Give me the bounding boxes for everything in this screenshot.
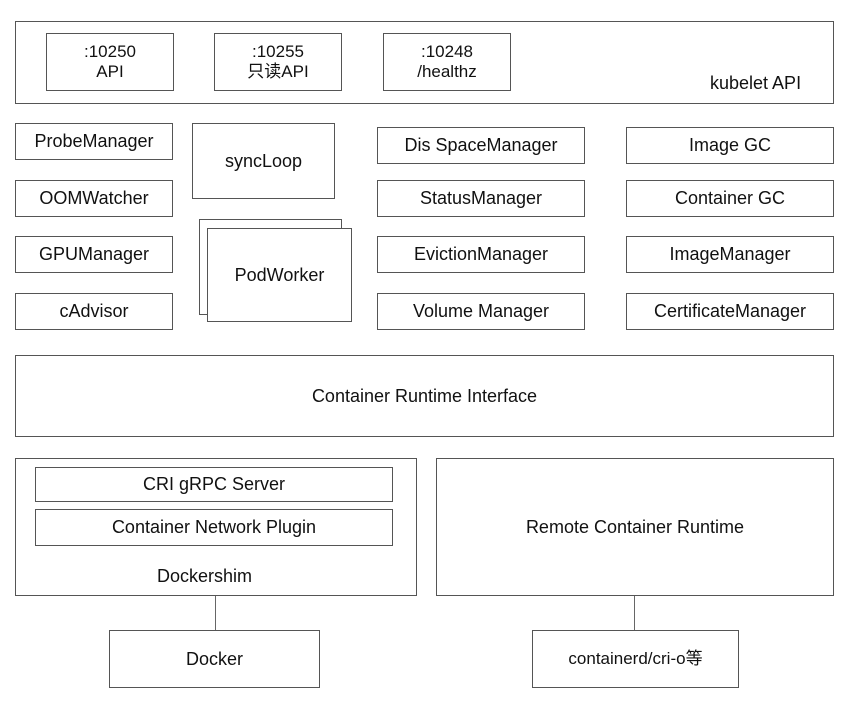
- kubelet-api-label: kubelet API: [710, 73, 802, 93]
- port-10248-box: :10248 /healthz: [383, 33, 511, 91]
- port-10250-name: API: [96, 62, 124, 81]
- container-network-plugin-box: Container Network Plugin: [35, 509, 393, 546]
- image-manager-box: ImageManager: [626, 236, 834, 273]
- port-10248-number: :10248: [421, 42, 473, 62]
- disk-space-manager-box: Dis SpaceManager: [377, 127, 585, 164]
- docker-box: Docker: [109, 630, 320, 688]
- syncloop-box: syncLoop: [192, 123, 335, 199]
- podworker-box: PodWorker: [207, 228, 352, 322]
- container-runtime-interface-box: Container Runtime Interface: [15, 355, 834, 437]
- containerd-cri-o-box: containerd/cri-o等: [532, 630, 739, 688]
- port-10255-name: 只读API: [247, 62, 309, 81]
- remote-containerd-connector: [634, 596, 635, 630]
- probe-manager-box: ProbeManager: [15, 123, 173, 160]
- port-10250-box: :10250 API: [46, 33, 174, 91]
- certificate-manager-box: CertificateManager: [626, 293, 834, 330]
- port-10248-name: /healthz: [417, 62, 477, 81]
- port-10250-number: :10250: [84, 42, 136, 62]
- cadvisor-box: cAdvisor: [15, 293, 173, 330]
- oom-watcher-box: OOMWatcher: [15, 180, 173, 217]
- container-gc-box: Container GC: [626, 180, 834, 217]
- gpu-manager-box: GPUManager: [15, 236, 173, 273]
- port-10255-box: :10255 只读API: [214, 33, 342, 91]
- cri-grpc-server-box: CRI gRPC Server: [35, 467, 393, 502]
- port-10255-number: :10255: [252, 42, 304, 62]
- volume-manager-box: Volume Manager: [377, 293, 585, 330]
- dockershim-docker-connector: [215, 596, 216, 630]
- image-gc-box: Image GC: [626, 127, 834, 164]
- status-manager-box: StatusManager: [377, 180, 585, 217]
- eviction-manager-box: EvictionManager: [377, 236, 585, 273]
- dockershim-label: Dockershim: [157, 566, 253, 586]
- remote-container-runtime-box: Remote Container Runtime: [436, 458, 834, 596]
